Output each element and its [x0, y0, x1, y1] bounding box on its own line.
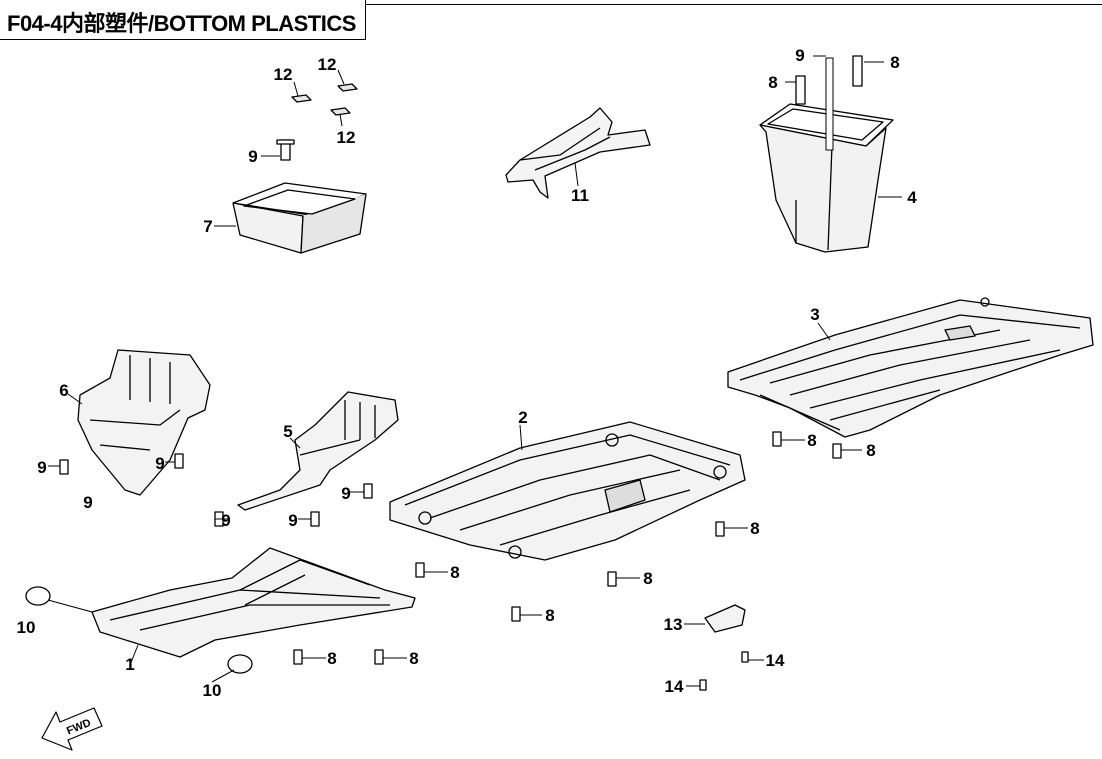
part-11-bracket [505, 107, 651, 199]
callout-14: 14 [766, 651, 785, 670]
leader-lines [47, 55, 902, 687]
callout-9: 9 [155, 454, 164, 473]
title-box: F04-4内部塑件/BOTTOM PLASTICS [0, 0, 366, 40]
callout-7: 7 [203, 217, 212, 236]
callout-9: 9 [341, 484, 350, 503]
callout-8: 8 [866, 441, 875, 460]
callout-12: 12 [318, 55, 337, 74]
part-7-tray [232, 139, 367, 254]
callout-8: 8 [643, 569, 652, 588]
callout-8: 8 [545, 606, 554, 625]
callout-8: 8 [327, 649, 336, 668]
part-13-bracket [699, 604, 749, 691]
callout-9: 9 [248, 147, 257, 166]
callout-13: 13 [664, 615, 683, 634]
callout-8: 8 [890, 53, 899, 72]
callout-9: 9 [795, 46, 804, 65]
callout-12: 12 [274, 65, 293, 84]
top-border-line [366, 4, 1102, 5]
part-3-floor-panel [727, 297, 1094, 438]
callout-10: 10 [203, 681, 222, 700]
part-1-front-skid [91, 547, 416, 658]
part-4-bin [759, 55, 894, 253]
callout-2: 2 [518, 408, 527, 427]
callout-3: 3 [810, 305, 819, 324]
callout-9: 9 [37, 458, 46, 477]
part-5-guard [237, 391, 399, 511]
callout-10: 10 [17, 618, 36, 637]
callout-5: 5 [283, 422, 292, 441]
callout-6: 6 [59, 381, 68, 400]
callout-8: 8 [450, 563, 459, 582]
page-title: F04-4内部塑件/BOTTOM PLASTICS [7, 11, 356, 36]
callout-9: 9 [288, 511, 297, 530]
callout-11: 11 [571, 186, 589, 205]
part-2-skid-plate [389, 421, 746, 561]
fwd-arrow [41, 707, 103, 751]
callout-9: 9 [221, 511, 230, 530]
callout-9: 9 [83, 493, 92, 512]
callout-8: 8 [768, 73, 777, 92]
callout-4: 4 [907, 188, 917, 207]
callout-8: 8 [750, 519, 759, 538]
callout-8: 8 [409, 649, 418, 668]
part-12-clips [291, 83, 358, 116]
callout-1: 1 [125, 655, 134, 674]
callout-12: 12 [337, 128, 356, 147]
part-6-guard [77, 349, 211, 496]
callout-14: 14 [665, 677, 684, 696]
callout-8: 8 [807, 431, 816, 450]
part-10-bolts [25, 586, 253, 674]
